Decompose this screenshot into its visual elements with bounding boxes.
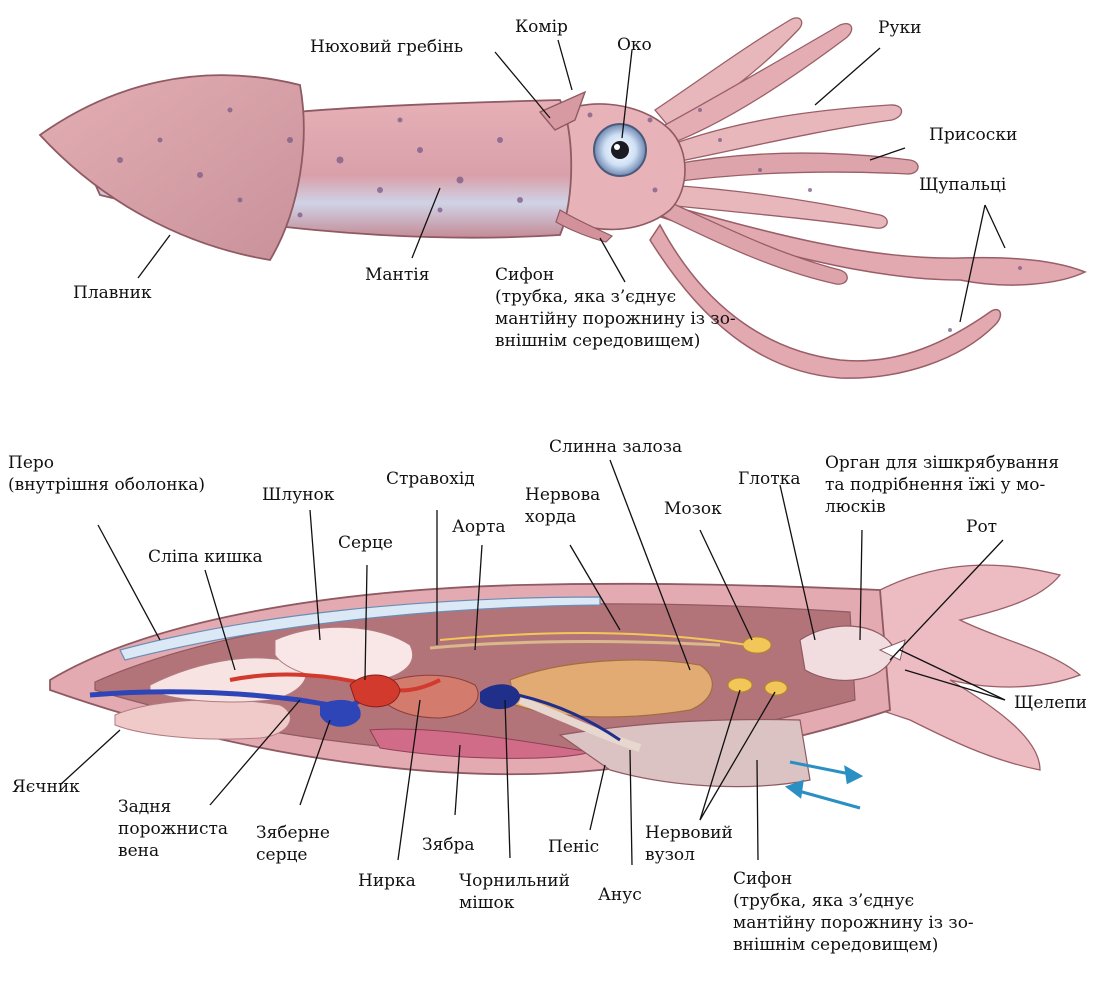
label-eye: Око (617, 34, 652, 56)
label-ink-sac: Чорнильний мішок (459, 870, 570, 914)
label-arms: Руки (878, 17, 921, 39)
siphon-bottom-desc-2: мантійну порожнину із зо- (733, 912, 974, 934)
label-ovary: Яєчник (12, 776, 80, 798)
vena-cava-line-2: порожниста (118, 818, 228, 840)
siphon-top-desc-1: (трубка, яка з’єднує (495, 286, 736, 308)
ganglion-line-2: вузол (645, 844, 733, 866)
branchial-heart-line-2: серце (256, 844, 330, 866)
label-nerve-cord: Нервова хорда (525, 484, 600, 528)
label-salivary-gland: Слинна залоза (549, 436, 682, 458)
label-heart: Серце (338, 532, 393, 554)
label-fin: Плавник (73, 282, 152, 304)
siphon-bottom-desc-1: (трубка, яка з’єднує (733, 890, 974, 912)
eye-pupil (611, 141, 629, 159)
branchial-heart-line-1: Зяберне (256, 822, 330, 844)
pen-desc: (внутрішня оболонка) (8, 474, 205, 496)
label-olfactory-crest: Нюховий гребінь (310, 36, 463, 58)
label-pen: Перо (внутрішня оболонка) (8, 452, 205, 496)
squid-fin (40, 75, 304, 260)
label-branchial-heart: Зяберне серце (256, 822, 330, 866)
label-tentacles: Щупальці (919, 174, 1006, 196)
heart (350, 675, 400, 707)
vena-cava-line-1: Задня (118, 796, 228, 818)
ink-sac-line-1: Чорнильний (459, 870, 570, 892)
ganglion-line-1: Нервовий (645, 822, 733, 844)
radula-line-2: та подрібнення їжі у мо- (825, 474, 1059, 496)
label-siphon-top: Сифон (трубка, яка з’єднує мантійну поро… (495, 264, 736, 352)
arm-4 (670, 153, 918, 182)
label-collar: Комір (515, 16, 568, 38)
label-caecum: Сліпа кишка (148, 546, 263, 568)
siphon-bottom-title: Сифон (733, 868, 974, 890)
internal-arms (880, 565, 1080, 770)
ganglion-lower-1 (728, 678, 752, 692)
label-gill: Зябра (422, 834, 475, 856)
label-anus: Анус (598, 884, 642, 906)
label-mouth: Рот (966, 516, 997, 538)
label-ganglion: Нервовий вузол (645, 822, 733, 866)
label-siphon-bottom: Сифон (трубка, яка з’єднує мантійну поро… (733, 868, 974, 956)
siphon-top-title: Сифон (495, 264, 736, 286)
label-pharynx: Глотка (738, 468, 800, 490)
label-brain: Мозок (664, 498, 722, 520)
label-esophagus: Стравохід (386, 468, 475, 490)
radula-line-1: Орган для зішкрябування (825, 452, 1059, 474)
vena-cava-line-3: вена (118, 840, 228, 862)
pen-title: Перо (8, 452, 205, 474)
ganglion-lower-2 (765, 681, 787, 695)
label-penis: Пеніс (548, 836, 599, 858)
siphon-top-desc-2: мантійну порожнину із зо- (495, 308, 736, 330)
label-posterior-vena-cava: Задня порожниста вена (118, 796, 228, 862)
nerve-cord-line-2: хорда (525, 506, 600, 528)
siphon-bottom-desc-3: внішнім середовищем) (733, 934, 974, 956)
label-radula: Орган для зішкрябування та подрібнення ї… (825, 452, 1059, 518)
label-aorta: Аорта (452, 516, 506, 538)
label-kidney: Нирка (358, 870, 416, 892)
label-suckers: Присоски (929, 124, 1017, 146)
label-mantle: Мантія (365, 264, 429, 286)
ink-sac-line-2: мішок (459, 892, 570, 914)
radula-line-3: люсків (825, 496, 1059, 518)
siphon-top-desc-3: внішнім середовищем) (495, 330, 736, 352)
label-jaws: Щелепи (1014, 692, 1087, 714)
nerve-cord-line-1: Нервова (525, 484, 600, 506)
label-stomach: Шлунок (262, 484, 334, 506)
